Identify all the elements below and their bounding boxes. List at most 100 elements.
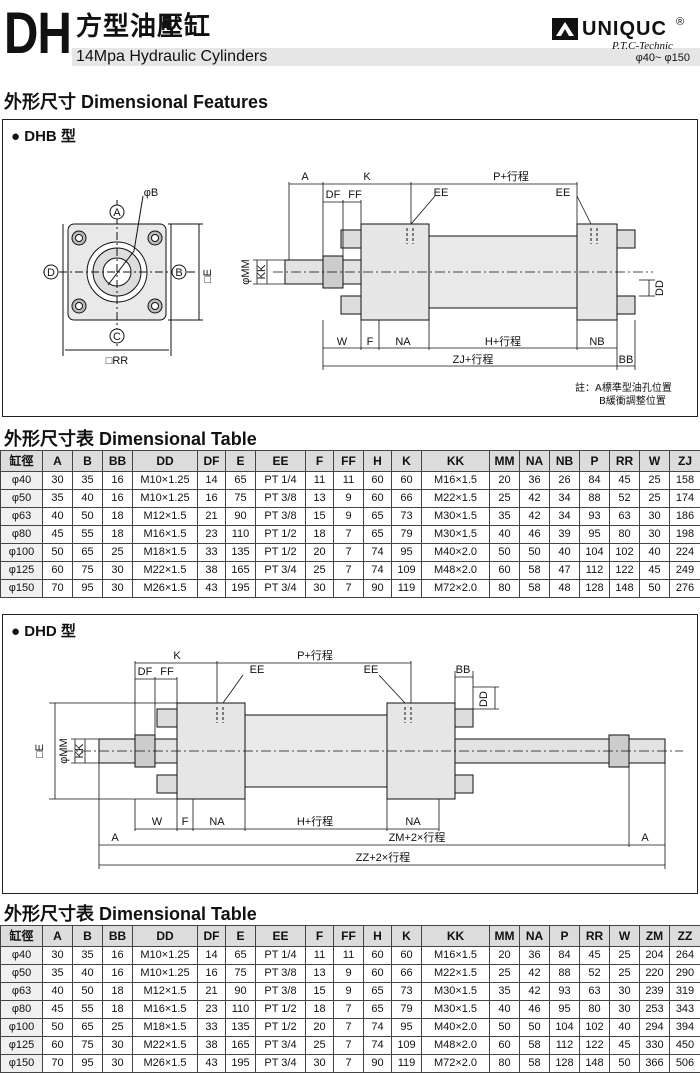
- table-cell: 42: [520, 508, 550, 526]
- dim-ZJ: ZJ+行程: [453, 353, 494, 366]
- dhd-dim-BB: BB: [456, 664, 471, 676]
- table-cell: 9: [334, 965, 364, 983]
- table-cell: M72×2.0: [422, 580, 490, 598]
- table-cell: PT 1/2: [256, 544, 306, 562]
- dhd-dim-ZM: ZM+2×行程: [389, 831, 446, 844]
- table-cell: 158: [670, 472, 700, 490]
- table-cell: 148: [580, 1055, 610, 1073]
- table-cell: 11: [306, 947, 334, 965]
- table-cell: 35: [43, 965, 73, 983]
- dhd-dim-FF: FF: [160, 666, 174, 678]
- table-cell: 186: [670, 508, 700, 526]
- table-cell: 16: [103, 490, 133, 508]
- table-cell: 74: [364, 562, 392, 580]
- table-cell: 11: [334, 947, 364, 965]
- table-cell: M48×2.0: [422, 1037, 490, 1055]
- dhd-dim-DF: DF: [138, 666, 153, 678]
- table-cell: φ40: [1, 472, 43, 490]
- table-cell: 40: [73, 490, 103, 508]
- dim-sqE: □E: [202, 269, 214, 283]
- table-cell: 109: [392, 562, 422, 580]
- table-cell: φ50: [1, 490, 43, 508]
- table-cell: 21: [198, 508, 226, 526]
- table-cell: 224: [670, 544, 700, 562]
- table-cell: 65: [364, 508, 392, 526]
- table-cell: 195: [226, 580, 256, 598]
- table1-title: 外形尺寸表 Dimensional Table: [4, 429, 257, 449]
- table-cell: 50: [610, 1055, 640, 1073]
- table-cell: 7: [334, 526, 364, 544]
- table-cell: 122: [580, 1037, 610, 1055]
- table-cell: 60: [364, 947, 392, 965]
- table-cell: 33: [198, 1019, 226, 1037]
- column-header: W: [610, 926, 640, 947]
- table-cell: PT 3/8: [256, 983, 306, 1001]
- column-header: 缸徑: [1, 926, 43, 947]
- dhd-dim-EE-left: EE: [250, 664, 265, 676]
- table2-title: 外形尺寸表 Dimensional Table: [4, 904, 257, 924]
- table-cell: 60: [364, 965, 392, 983]
- table-cell: 30: [103, 1037, 133, 1055]
- table-cell: 35: [490, 983, 520, 1001]
- table-cell: 18: [306, 526, 334, 544]
- table-cell: PT 3/8: [256, 965, 306, 983]
- table-cell: 16: [103, 947, 133, 965]
- table-cell: 60: [490, 1037, 520, 1055]
- title-zh: 方型油壓缸: [76, 12, 211, 42]
- table-cell: 60: [43, 1037, 73, 1055]
- table-cell: 74: [364, 1019, 392, 1037]
- table-cell: 104: [550, 1019, 580, 1037]
- column-header: EE: [256, 451, 306, 472]
- table-cell: 102: [580, 1019, 610, 1037]
- note-b: B緩衝調整位置: [599, 396, 666, 407]
- table-cell: 75: [73, 1037, 103, 1055]
- table-cell: M18×1.5: [133, 544, 198, 562]
- column-header: A: [43, 926, 73, 947]
- dhd-dim-A-left: A: [111, 832, 119, 844]
- table-cell: 45: [580, 947, 610, 965]
- table-cell: 50: [490, 544, 520, 562]
- dhd-drawing-panel: ● DHD 型: [2, 614, 698, 894]
- table-cell: 11: [334, 472, 364, 490]
- table-cell: 66: [392, 965, 422, 983]
- table-cell: 198: [670, 526, 700, 544]
- table-cell: 25: [640, 472, 670, 490]
- column-header: H: [364, 451, 392, 472]
- dhd-dim-P: P+行程: [297, 649, 333, 662]
- table-cell: M30×1.5: [422, 526, 490, 544]
- table-cell: 43: [198, 580, 226, 598]
- table-cell: 63: [580, 983, 610, 1001]
- table-cell: 50: [43, 1019, 73, 1037]
- table-cell: 30: [640, 526, 670, 544]
- column-header: E: [226, 451, 256, 472]
- table-cell: M10×1.25: [133, 947, 198, 965]
- column-header: ZJ: [670, 451, 700, 472]
- column-header: DD: [133, 926, 198, 947]
- table-cell: 46: [520, 526, 550, 544]
- table-cell: M18×1.5: [133, 1019, 198, 1037]
- table-cell: φ150: [1, 1055, 43, 1073]
- table-cell: 30: [640, 508, 670, 526]
- table-cell: 16: [198, 490, 226, 508]
- table-cell: 34: [550, 508, 580, 526]
- table-cell: 7: [334, 544, 364, 562]
- table-cell: 13: [306, 965, 334, 983]
- table-cell: 35: [73, 947, 103, 965]
- table-cell: 50: [73, 983, 103, 1001]
- table-cell: 290: [670, 965, 700, 983]
- table-cell: φ80: [1, 526, 43, 544]
- column-header: E: [226, 926, 256, 947]
- table-cell: 88: [550, 965, 580, 983]
- table-cell: 119: [392, 580, 422, 598]
- table-cell: 80: [490, 1055, 520, 1073]
- table-cell: 55: [73, 526, 103, 544]
- table-cell: 63: [610, 508, 640, 526]
- table-cell: 47: [550, 562, 580, 580]
- table-cell: 90: [226, 983, 256, 1001]
- table-cell: 84: [580, 472, 610, 490]
- table-cell: 90: [364, 580, 392, 598]
- table-cell: 16: [103, 965, 133, 983]
